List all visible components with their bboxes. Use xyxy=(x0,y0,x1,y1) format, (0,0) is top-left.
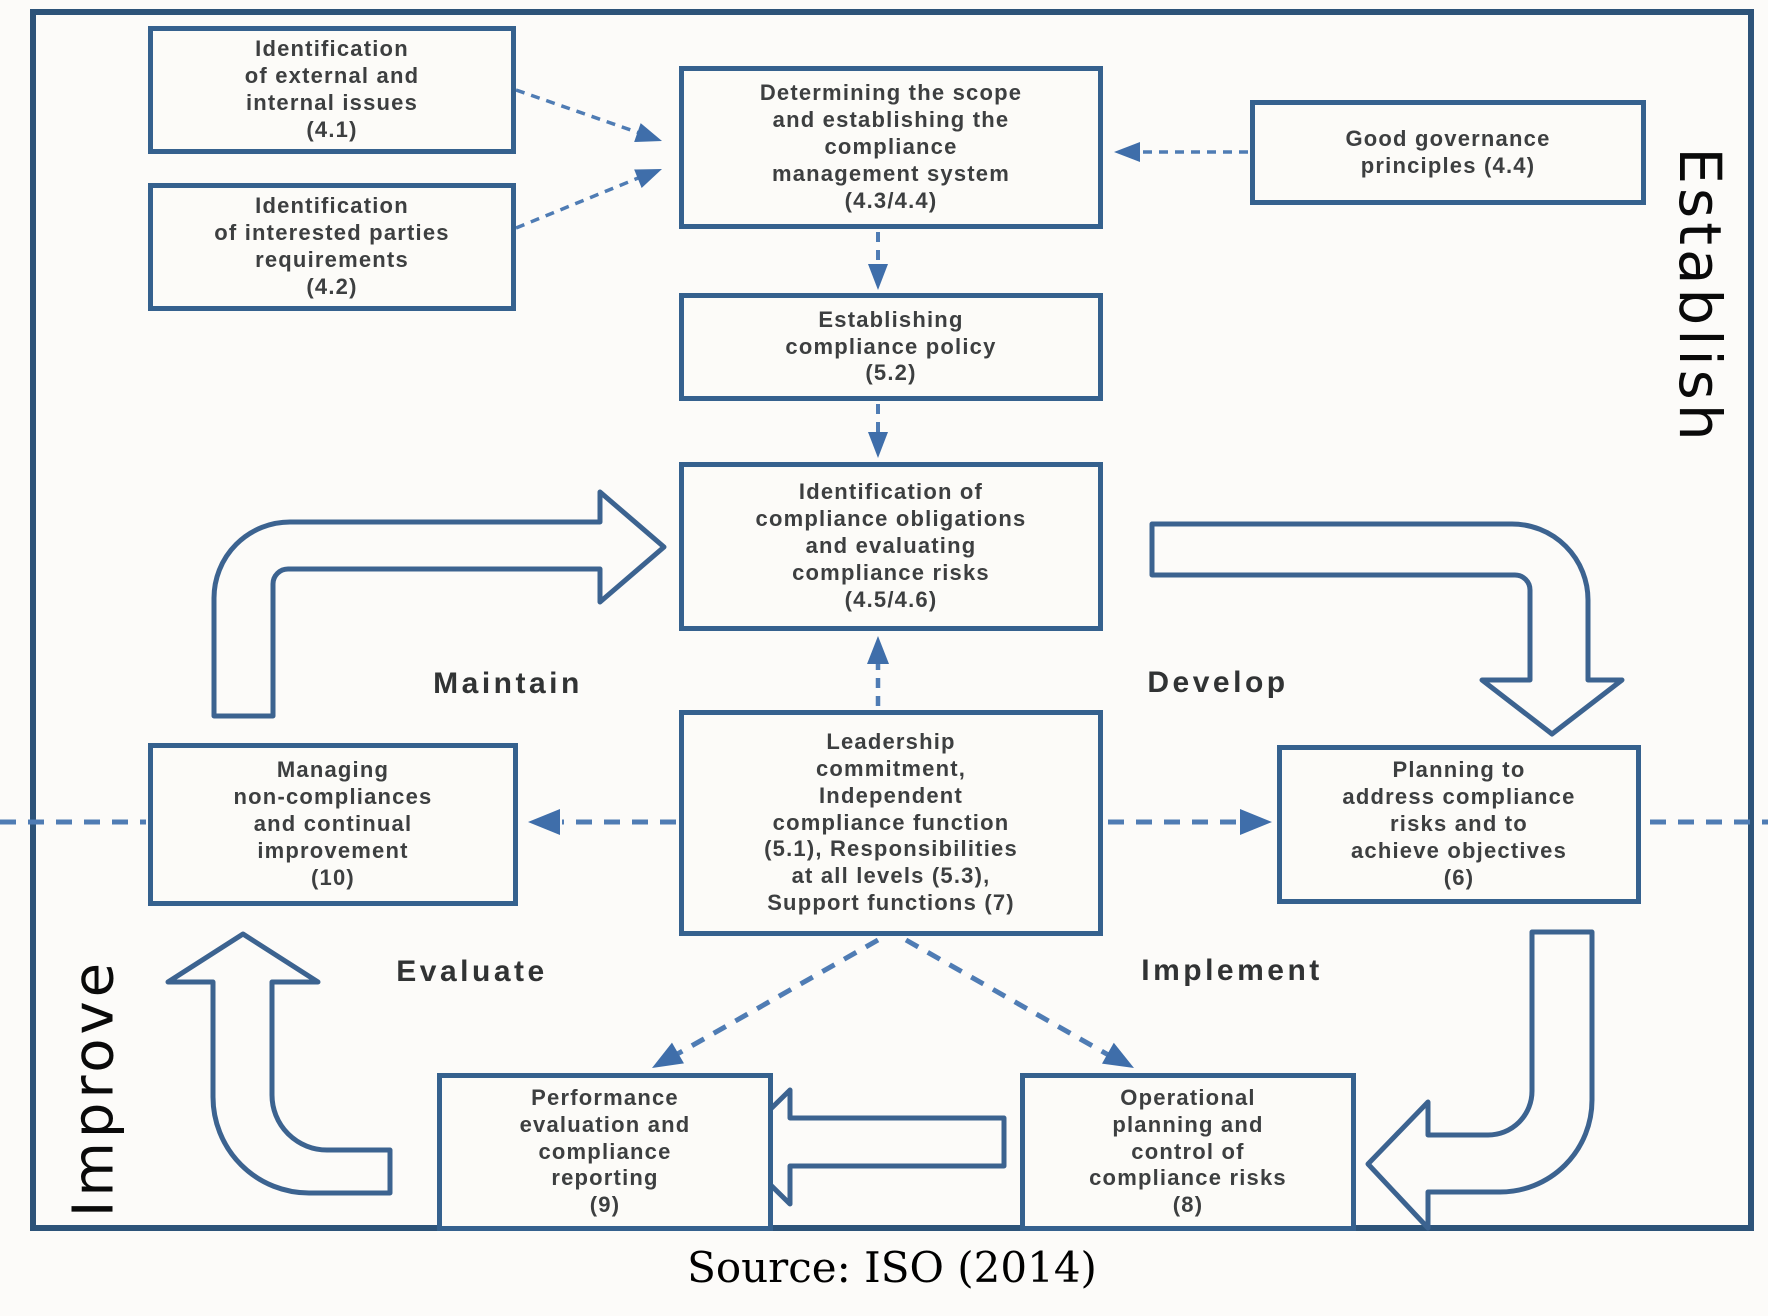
axis-label-improve: Improve xyxy=(61,958,127,1218)
block-arrow-improve xyxy=(165,931,393,1196)
arrowhead-governance-to-scope xyxy=(1114,142,1140,162)
box-external-internal-issues: Identification of external and internal … xyxy=(148,26,516,154)
arrowhead-scope-to-policy xyxy=(868,264,888,290)
phase-label-evaluate: Evaluate xyxy=(396,955,548,988)
connector-arrowheads xyxy=(528,123,1272,1068)
box-good-governance-principles: Good governance principles (4.4) xyxy=(1250,100,1646,205)
block-arrow-implement xyxy=(1365,929,1595,1231)
box-leadership-commitment: Leadership commitment, Independent compl… xyxy=(679,710,1103,936)
source-caption: Source: ISO (2014) xyxy=(687,1243,1097,1292)
box-planning-address-risks: Planning to address compliance risks and… xyxy=(1277,745,1641,904)
arrowhead-issues-to-scope xyxy=(634,123,662,142)
box-interested-parties-requirements: Identification of interested parties req… xyxy=(148,183,516,311)
box-performance-evaluation: Performance evaluation and compliance re… xyxy=(437,1073,773,1231)
box-managing-non-compliances: Managing non-compliances and continual i… xyxy=(148,743,518,906)
dashed-line-issues-to-scope xyxy=(515,88,649,138)
phase-label-maintain: Maintain xyxy=(433,667,583,700)
dashed-line-leadership-to-operational xyxy=(904,937,1114,1060)
arrowhead-leadership-to-managing xyxy=(528,809,560,835)
arrowhead-policy-to-obligations xyxy=(868,432,888,458)
arrowhead-leadership-to-obligations xyxy=(867,636,889,664)
diagram-frame xyxy=(30,9,1754,1231)
block-arrow-maintain xyxy=(211,489,667,719)
box-operational-planning-control: Operational planning and control of comp… xyxy=(1020,1073,1356,1231)
arrowhead-leadership-to-operational xyxy=(1101,1042,1134,1068)
box-determining-scope: Determining the scope and establishing t… xyxy=(679,66,1103,229)
box-compliance-obligations-risks: Identification of compliance obligations… xyxy=(679,462,1103,631)
arrowhead-leadership-to-planning xyxy=(1240,809,1272,835)
axis-label-establish: Establish xyxy=(1666,147,1734,445)
arrowhead-parties-to-scope xyxy=(634,169,662,189)
phase-label-implement: Implement xyxy=(1141,954,1323,987)
arrowhead-leadership-to-performance xyxy=(652,1042,684,1068)
dashed-line-parties-to-scope xyxy=(515,172,649,230)
phase-label-develop: Develop xyxy=(1147,666,1289,699)
dashed-line-leadership-to-performance xyxy=(670,937,880,1060)
block-arrow-develop xyxy=(1149,521,1625,737)
box-establishing-compliance-policy: Establishing compliance policy (5.2) xyxy=(679,293,1103,401)
dashed-connectors xyxy=(0,88,1768,1060)
